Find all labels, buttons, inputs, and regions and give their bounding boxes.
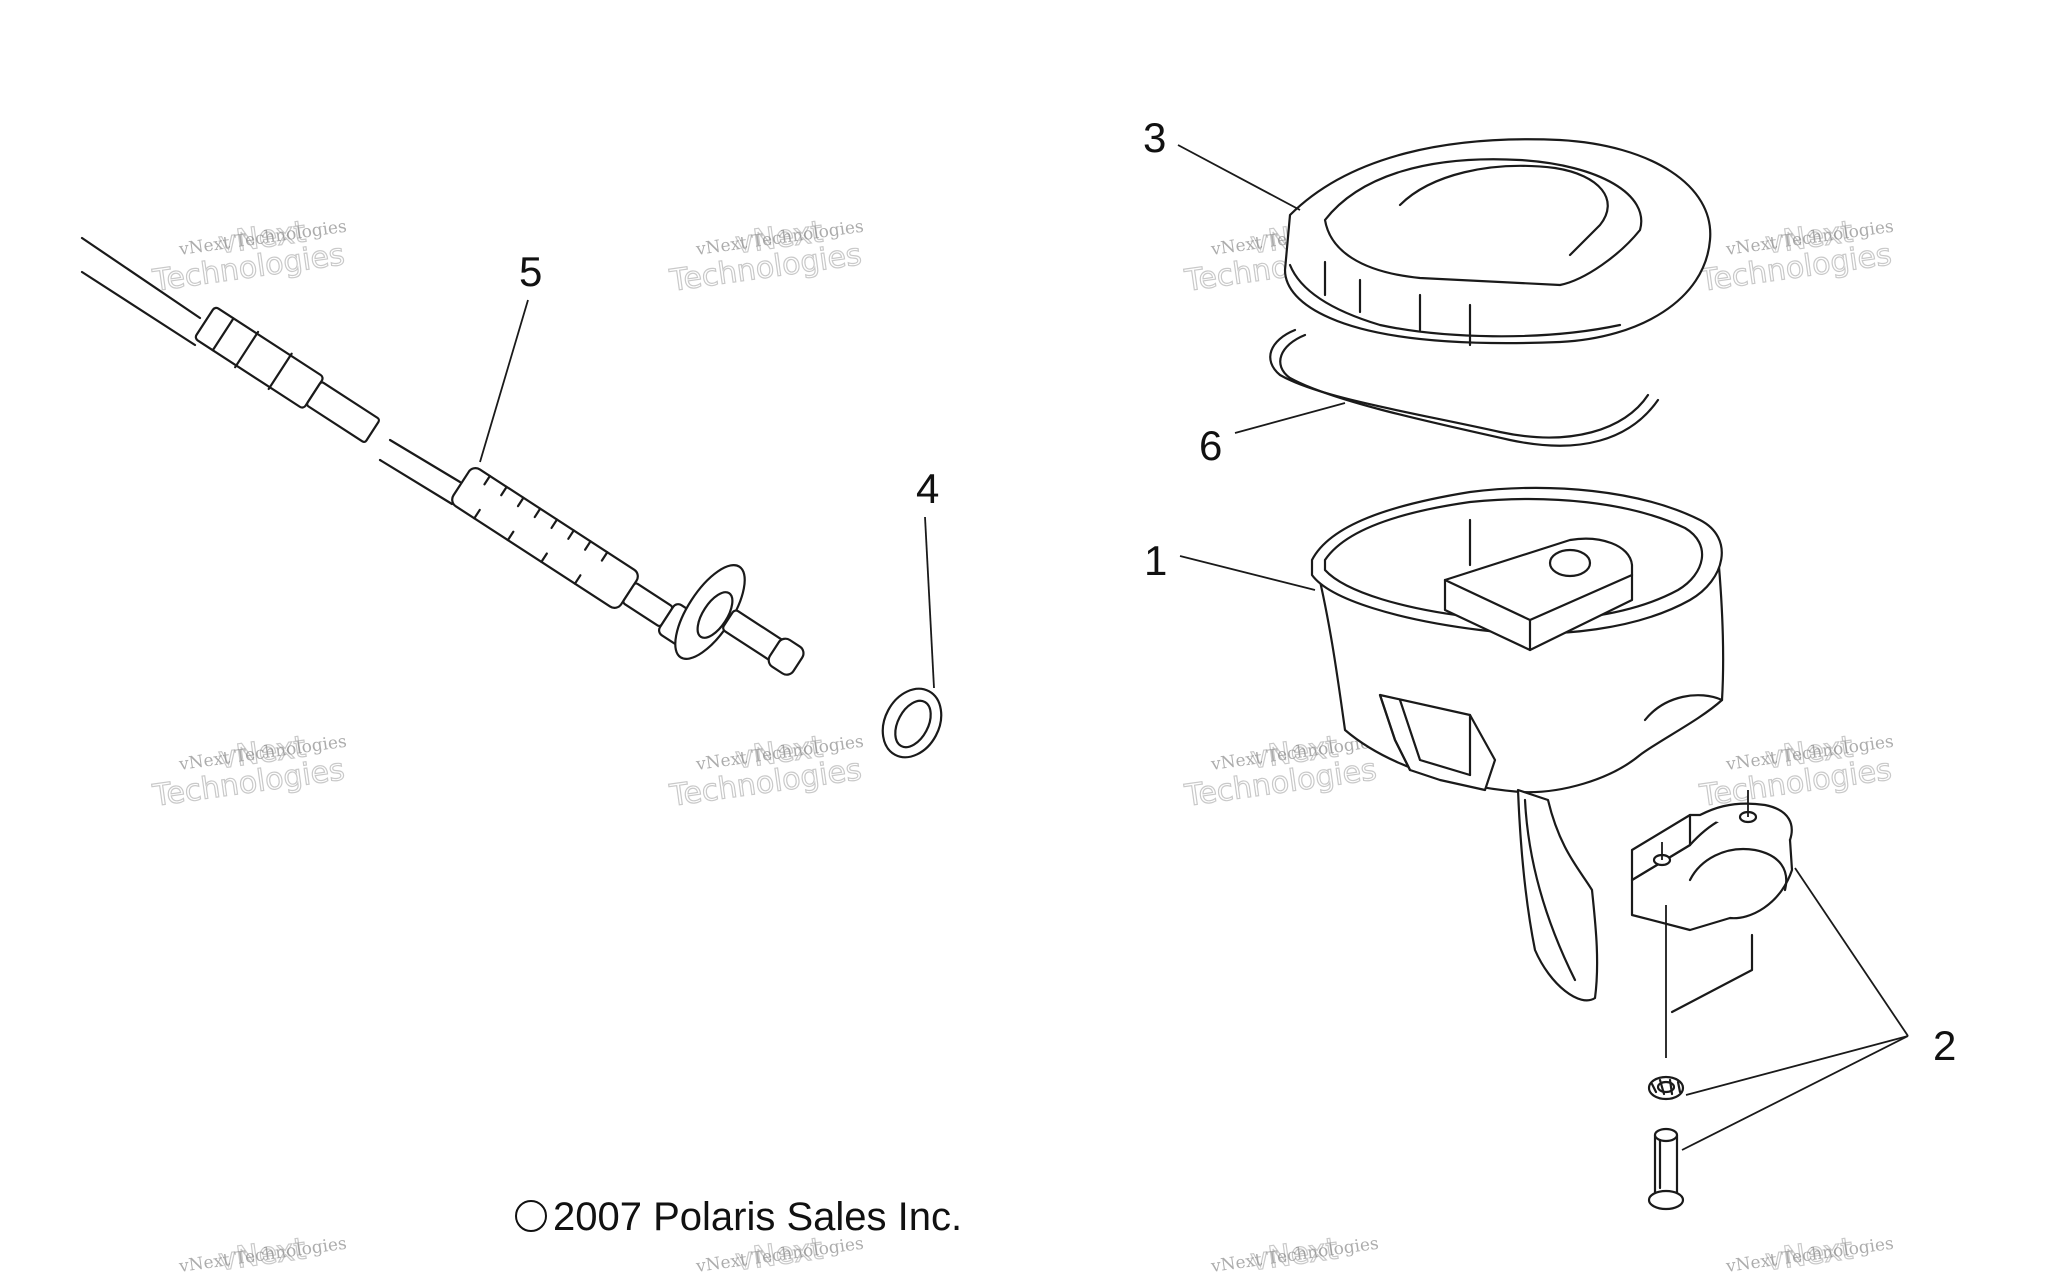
copyright-circle bbox=[515, 1200, 547, 1232]
throttle-cable bbox=[80, 236, 805, 676]
callout-labels: 5 4 3 6 1 2 bbox=[519, 114, 1956, 1069]
handlebar-clamp bbox=[1630, 790, 1794, 1014]
cable-end-barrel bbox=[767, 637, 805, 676]
copyright-notice: © 2007 Polaris Sales Inc. bbox=[515, 1195, 962, 1239]
throttle-housing bbox=[1310, 486, 1725, 1002]
watermark: vNext Technologies Technologies vNext bbox=[149, 214, 348, 300]
cable-end-washer-inner bbox=[696, 591, 734, 639]
leader-lines bbox=[479, 144, 1909, 1151]
watermark: vNext Technologies vNext bbox=[177, 1231, 348, 1279]
thumb-lever bbox=[1516, 788, 1599, 1002]
leader-6 bbox=[1234, 402, 1346, 434]
housing-cover bbox=[1283, 138, 1712, 347]
cover-raised-panel bbox=[1323, 158, 1643, 287]
leader-2c bbox=[1681, 1035, 1909, 1151]
callout-6: 6 bbox=[1199, 422, 1222, 469]
callout-4: 4 bbox=[916, 465, 939, 512]
cable-line bbox=[80, 236, 202, 320]
copyright-text: 2007 Polaris Sales Inc. bbox=[553, 1195, 962, 1239]
cable-adjuster bbox=[451, 467, 709, 653]
cable-line bbox=[80, 270, 197, 347]
watermark: vNext Technologies vNext bbox=[1209, 1231, 1380, 1279]
callout-1: 1 bbox=[1144, 537, 1167, 584]
watermark: vNext Technologies vNext bbox=[1724, 1231, 1895, 1279]
leader-2b bbox=[1685, 1035, 1909, 1096]
leader-1 bbox=[1179, 555, 1316, 591]
leader-2a bbox=[1794, 867, 1909, 1037]
watermark: vNext Technologies Technologies vNext bbox=[149, 729, 348, 815]
leader-4 bbox=[924, 516, 935, 689]
o-ring bbox=[881, 687, 943, 759]
watermark: vNext Technologies Technologies vNext bbox=[1696, 729, 1895, 815]
leader-5 bbox=[479, 299, 529, 463]
watermark-overlay: vNext bbox=[1763, 1231, 1855, 1278]
callout-3: 3 bbox=[1143, 114, 1166, 161]
leader-3 bbox=[1177, 144, 1301, 211]
housing-gasket bbox=[1269, 328, 1660, 447]
housing-bore bbox=[1548, 548, 1592, 578]
cable-sleeve bbox=[306, 381, 380, 443]
cable-sheath bbox=[194, 306, 324, 409]
lock-washer bbox=[1647, 1075, 1685, 1101]
cable-wire bbox=[388, 438, 462, 484]
watermark-overlay: vNext bbox=[216, 1231, 308, 1278]
watermark: vNext Technologies Technologies vNext bbox=[1696, 214, 1895, 300]
watermark: vNext Technologies Technologies vNext bbox=[666, 729, 865, 815]
callout-5: 5 bbox=[519, 248, 542, 295]
clamp-screw bbox=[1647, 1127, 1685, 1211]
watermark-overlay: vNext bbox=[1248, 1231, 1340, 1278]
callout-2: 2 bbox=[1933, 1022, 1956, 1069]
cable-wire bbox=[378, 458, 454, 506]
watermark: vNext Technologies Technologies vNext bbox=[666, 214, 865, 300]
